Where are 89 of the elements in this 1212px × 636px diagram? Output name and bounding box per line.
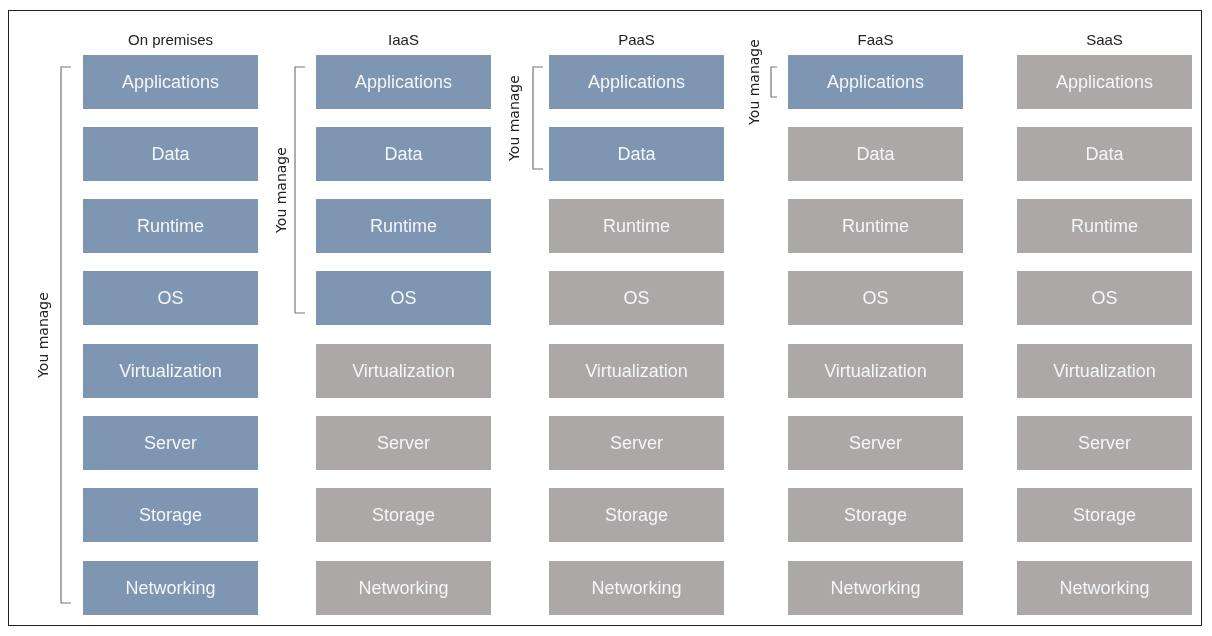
column-heading: On premises: [127, 31, 214, 48]
layer-label: Data: [151, 143, 190, 165]
layer-label: OS: [390, 287, 417, 309]
layer-box: [549, 416, 724, 470]
layer-label: Data: [617, 143, 656, 165]
layer-box: [788, 344, 963, 398]
layer-box: [1017, 55, 1192, 109]
layer-label: Networking: [830, 577, 921, 599]
layer-label: Storage: [138, 504, 202, 526]
layer-label: Virtualization: [352, 360, 455, 382]
layer-box: [549, 344, 724, 398]
layer-label: Storage: [843, 504, 907, 526]
layer-box: [549, 55, 724, 109]
layer-label: Runtime: [842, 215, 909, 237]
layer-label: Networking: [358, 577, 449, 599]
layer-box: [1017, 561, 1192, 615]
layer-box: [83, 561, 258, 615]
layer-label: Runtime: [137, 215, 204, 237]
layer-label: Networking: [591, 577, 682, 599]
side-label: You manage: [746, 39, 762, 125]
layer-label: OS: [862, 287, 889, 309]
layer-box: [316, 344, 491, 398]
layer-label: OS: [1091, 287, 1118, 309]
layer-label: Server: [849, 432, 902, 454]
layer-box: [1017, 344, 1192, 398]
layer-box: [788, 271, 963, 325]
layer-box: [1017, 271, 1192, 325]
layer-label: Data: [856, 143, 895, 165]
layer-label: Server: [610, 432, 663, 454]
layer-box: [1017, 488, 1192, 542]
layer-label: Applications: [826, 71, 925, 93]
layer-label: Runtime: [603, 215, 670, 237]
layer-label: Runtime: [370, 215, 437, 237]
layer-box: [316, 271, 491, 325]
layer-box: [1017, 199, 1192, 253]
side-label: You manage: [35, 292, 51, 378]
layer-box: [788, 199, 963, 253]
layer-box: [316, 127, 491, 181]
layer-box: [1017, 127, 1192, 181]
layer-box: [316, 488, 491, 542]
layer-box: [316, 416, 491, 470]
layer-box: [316, 561, 491, 615]
layer-box: [549, 561, 724, 615]
layer-label: Data: [1085, 143, 1124, 165]
layer-label: Virtualization: [824, 360, 927, 382]
layer-box: [83, 127, 258, 181]
layer-label: Storage: [1072, 504, 1136, 526]
layer-label: Server: [377, 432, 430, 454]
layer-label: Storage: [371, 504, 435, 526]
layer-box: [788, 55, 963, 109]
layer-box: [549, 488, 724, 542]
layer-box: [316, 199, 491, 253]
side-label: You manage: [273, 147, 289, 233]
layer-box: [788, 561, 963, 615]
column-heading: IaaS: [387, 31, 420, 48]
layer-box: [83, 488, 258, 542]
layer-box: [788, 127, 963, 181]
layer-box: [549, 127, 724, 181]
column-heading: SaaS: [1085, 31, 1124, 48]
layer-label: Runtime: [1071, 215, 1138, 237]
layer-label: Applications: [354, 71, 453, 93]
side-label: You manage: [506, 75, 522, 161]
layer-label: Networking: [1059, 577, 1150, 599]
layer-label: Networking: [125, 577, 216, 599]
layer-box: [549, 271, 724, 325]
layer-label: Data: [384, 143, 423, 165]
layer-box: [83, 199, 258, 253]
layer-label: OS: [623, 287, 650, 309]
layer-box: [83, 271, 258, 325]
layer-box: [83, 416, 258, 470]
layer-label: Server: [144, 432, 197, 454]
layer-box: [316, 55, 491, 109]
layer-label: Virtualization: [119, 360, 222, 382]
layer-label: Virtualization: [1053, 360, 1156, 382]
layer-box: [83, 55, 258, 109]
layer-box: [788, 416, 963, 470]
layer-box: [788, 488, 963, 542]
layer-label: Applications: [121, 71, 220, 93]
layer-label: OS: [157, 287, 184, 309]
layer-label: Applications: [587, 71, 686, 93]
layer-label: Applications: [1055, 71, 1154, 93]
layer-box: [549, 199, 724, 253]
layer-label: Virtualization: [585, 360, 688, 382]
layer-label: Server: [1078, 432, 1131, 454]
column-heading: PaaS: [617, 31, 656, 48]
column-heading: FaaS: [856, 31, 895, 48]
layer-box: [83, 344, 258, 398]
layer-box: [1017, 416, 1192, 470]
layer-label: Storage: [604, 504, 668, 526]
